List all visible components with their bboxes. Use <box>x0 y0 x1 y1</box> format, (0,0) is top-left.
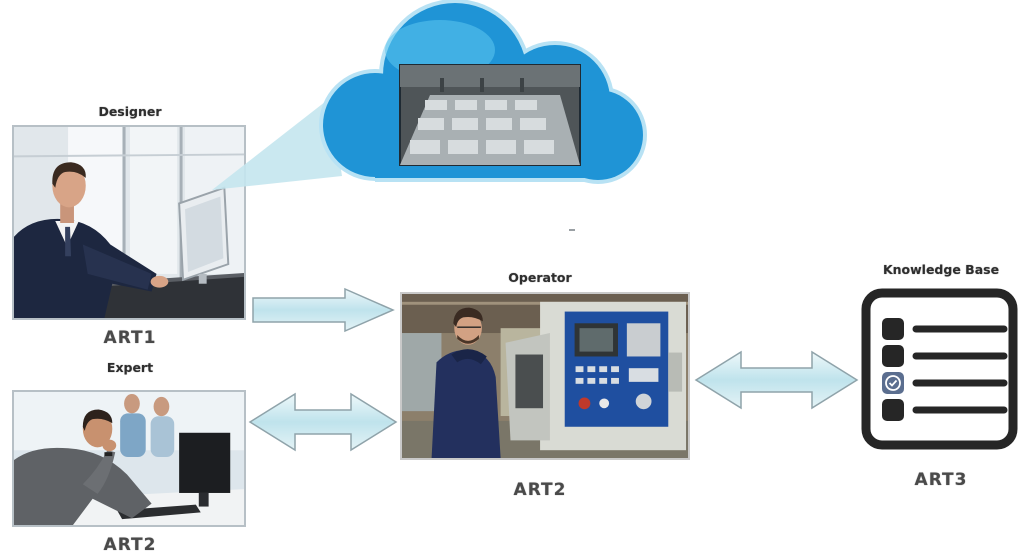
designer-photo <box>12 125 246 320</box>
checklist-item <box>882 399 1008 421</box>
factory-photo <box>399 64 581 166</box>
check-icon <box>888 379 898 387</box>
designer-label: Designer <box>98 104 162 119</box>
checklist-item <box>882 318 1008 340</box>
expert-photo <box>12 390 246 527</box>
right-arrow-icon <box>252 287 395 333</box>
checklist-icon <box>861 288 1018 450</box>
operator-photo <box>400 292 690 460</box>
double-arrow-icon <box>694 350 859 410</box>
operator-label: Operator <box>508 270 572 285</box>
operator-tag: ART2 <box>513 480 567 500</box>
expert-label: Expert <box>106 360 154 375</box>
knowledge-base-tag: ART3 <box>914 470 968 490</box>
check-circle-icon <box>885 375 901 391</box>
designer-tag: ART1 <box>103 328 157 348</box>
projection-beam <box>212 98 342 190</box>
knowledge-base-label: Knowledge Base <box>882 262 1000 277</box>
double-arrow-icon <box>248 392 398 452</box>
stray-mark <box>569 229 575 231</box>
checklist-item <box>882 345 1008 367</box>
expert-tag: ART2 <box>103 535 157 555</box>
